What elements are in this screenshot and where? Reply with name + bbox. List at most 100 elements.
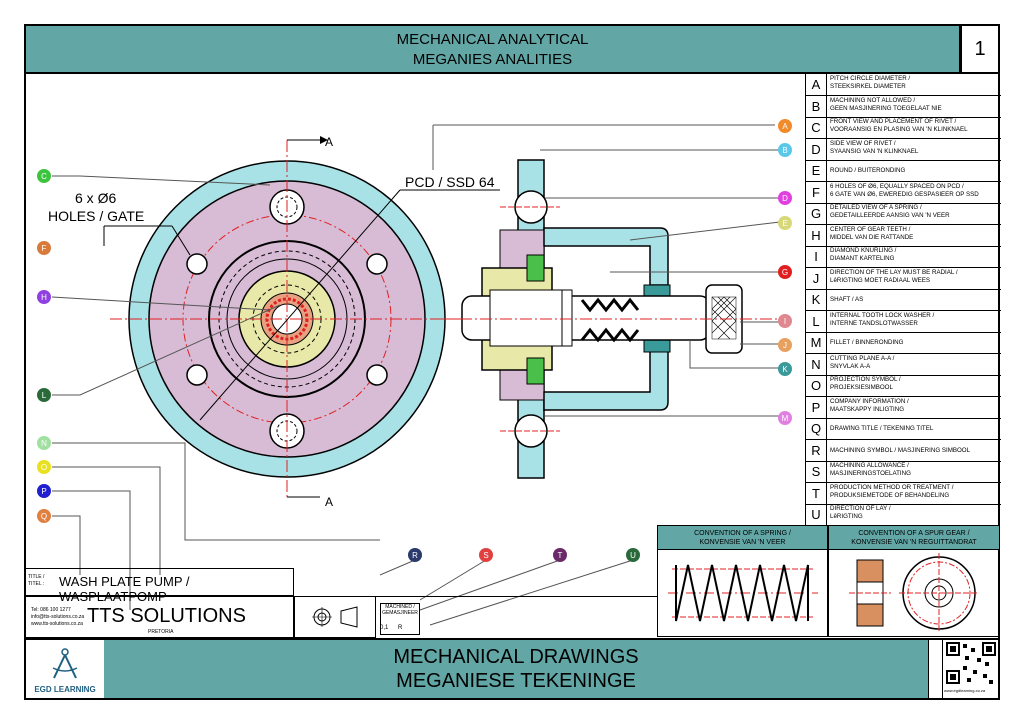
- legend-text: DETAILED VIEW OF A SPRING / GEDETAILLEER…: [830, 204, 950, 219]
- holes-label-line2: HOLES / GATE: [48, 208, 144, 224]
- page-number: 1: [960, 24, 1000, 74]
- legend-text: DRAWING TITLE / TEKENING TITEL: [830, 425, 934, 432]
- callout-f: F: [37, 241, 51, 255]
- legend-key: U: [806, 504, 827, 525]
- legend-text: INTERNAL TOOTH LOCK WASHER / INTERNE TAN…: [830, 311, 935, 327]
- callout-m: M: [778, 411, 792, 425]
- callout-i: I: [778, 314, 792, 328]
- company-name: TTS SOLUTIONS: [87, 605, 246, 627]
- callout-s: S: [479, 548, 493, 562]
- company-city: PRETORIA: [148, 629, 174, 635]
- callout-r: R: [408, 548, 422, 562]
- legend-key: L: [806, 310, 827, 332]
- callout-g: G: [778, 265, 792, 279]
- egd-logo: EGD LEARNING: [26, 640, 106, 698]
- legend-key: P: [806, 396, 827, 418]
- pcd-label: PCD / SSD 64: [405, 174, 495, 190]
- legend-text: PROJECTION SYMBOL / PROJEKSIESIMBOOL: [830, 376, 901, 391]
- legend-text: COMPANY INFORMATION / MAATSKAPPY INLIGTI…: [830, 397, 909, 413]
- callout-n: N: [37, 436, 51, 450]
- legend-text: MACHINING ALLOWANCE / MASJINERINGSTOELAT…: [830, 462, 911, 477]
- projection-symbol-icon: [312, 606, 358, 628]
- callout-j: J: [778, 338, 792, 352]
- legend-text: FILLET / BINNERONDING: [830, 339, 904, 346]
- machining-allowance-value: 0,1: [380, 625, 389, 631]
- legend-key: O: [806, 375, 827, 396]
- callout-c: C: [37, 169, 51, 183]
- legend-key: D: [806, 138, 827, 160]
- legend-key: F: [806, 181, 827, 203]
- callout-b: B: [778, 143, 792, 157]
- front-view: [103, 136, 500, 500]
- machining-block: MACHINED / GEMASJINEER 0,1 R: [376, 596, 658, 638]
- header-title-line1: MECHANICAL ANALYTICAL: [396, 31, 589, 48]
- legend-key: R: [806, 439, 827, 461]
- leader-lines: [51, 149, 781, 626]
- legend-text: MACHINING SYMBOL / MASJINERING SIMBOOL: [830, 446, 971, 454]
- holes-label-line1: 6 x Ø6: [75, 190, 116, 206]
- gear-convention-title: CONVENTION OF A SPUR GEAR / KONVENSIE VA…: [829, 526, 999, 550]
- drawing-title-block: TITLE / TITEL : WASH PLATE PUMP / WASPLA…: [24, 568, 294, 604]
- callout-p: P: [37, 484, 51, 498]
- legend-text: DIAMOND KNURLING / DIAMANT KARTELING: [830, 247, 897, 262]
- spring-symbol: [668, 564, 818, 622]
- spring-convention-title: CONVENTION OF A SPRING / KONVENSIE VAN '…: [658, 526, 827, 550]
- legend-text: SHAFT / AS: [830, 296, 864, 303]
- title-label: TITLE / TITEL :: [28, 574, 45, 587]
- sheet-footer: EGD LEARNING MECHANICAL DRAWINGS MEGANIE…: [24, 638, 1000, 700]
- callout-u: U: [626, 548, 640, 562]
- legend-key: Q: [806, 418, 827, 439]
- machined-label: MACHINED / GEMASJINEER: [380, 603, 420, 635]
- callout-t: T: [553, 548, 567, 562]
- legend-key: M: [806, 332, 827, 353]
- legend-key: C: [806, 117, 827, 138]
- legend-key: E: [806, 160, 827, 181]
- legend-text: CENTER OF GEAR TEETH / MIDDEL VAN DIE RA…: [830, 225, 914, 241]
- compass-icon: [52, 648, 78, 679]
- callout-q: Q: [37, 509, 51, 523]
- legend-key: B: [806, 95, 827, 117]
- section-label-bottom: A: [325, 495, 333, 509]
- lay-direction-symbol: R: [398, 625, 403, 631]
- legend-key: H: [806, 224, 827, 246]
- footer-title: MECHANICAL DRAWINGS MEGANIESE TEKENINGE: [104, 640, 928, 698]
- legend-text: 6 HOLES OF Ø6, EQUALLY SPACED ON PCD / 6…: [830, 182, 979, 198]
- section-label-top: A: [325, 135, 333, 149]
- website-link[interactable]: www.egdlearning.co.za: [944, 688, 986, 693]
- copyright-strip: [928, 640, 943, 698]
- legend-key: K: [806, 289, 827, 310]
- callout-a: A: [778, 119, 792, 133]
- legend-text: SIDE VIEW OF RIVET / SYAANSIG VAN 'N KLI…: [830, 139, 919, 155]
- legend-text: FRONT VIEW AND PLACEMENT OF RIVET / VOOR…: [830, 118, 968, 133]
- callout-l: L: [37, 388, 51, 402]
- qr-code[interactable]: [942, 640, 999, 698]
- projection-symbol-block: [294, 596, 376, 638]
- legend-text: PITCH CIRCLE DIAMETER / STEEKSIRKEL DIAM…: [830, 75, 911, 90]
- sheet-header: MECHANICAL ANALYTICAL MEGANIES ANALITIES: [24, 24, 961, 74]
- gear-convention-panel: CONVENTION OF A SPUR GEAR / KONVENSIE VA…: [828, 525, 1000, 637]
- logo-text: EGD LEARNING: [34, 685, 96, 694]
- legend-key: T: [806, 482, 827, 504]
- callout-h: H: [37, 290, 51, 304]
- legend-key: G: [806, 203, 827, 224]
- legend-key: N: [806, 353, 827, 375]
- legend-text: DIRECTION OF THE LAY MUST BE RADIAL / Lê…: [830, 268, 958, 284]
